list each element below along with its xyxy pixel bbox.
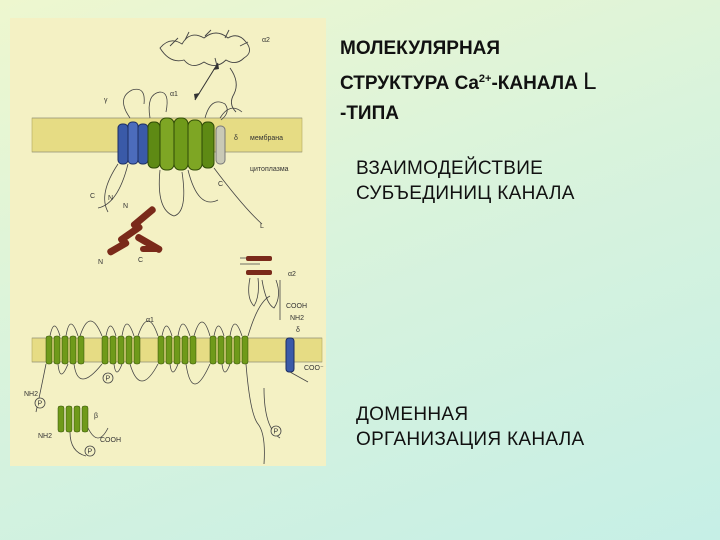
phosphorylation-sites — [34, 372, 282, 457]
label-cooh-1: COOH — [286, 303, 307, 310]
label-L: L — [260, 223, 264, 230]
channel-illustration: α2 α1 γ δ мембрана цитоплазма C N N C L … — [24, 29, 324, 465]
label-N-bottom: N — [98, 259, 103, 266]
label-alpha2-bottom: α2 — [288, 271, 296, 278]
alpha2-subunit-top — [159, 29, 250, 113]
gamma-subunit-cylinders — [117, 121, 149, 165]
beta-subunit-rods — [107, 206, 163, 256]
title-line-3: -ТИПА — [340, 103, 399, 124]
figure-panel: α2 α1 γ δ мембрана цитоплазма C N N C L … — [10, 18, 326, 466]
subtitle-domain-organization: ДОМЕННАЯ ОРГАНИЗАЦИЯ КАНАЛА — [356, 404, 585, 450]
title-line-2: СТРУКТУРА Ca2+-КАНАЛА L — [340, 68, 597, 95]
label-alpha2-top: α2 — [262, 37, 270, 44]
title-line-1: МОЛЕКУЛЯРНАЯ — [340, 38, 501, 59]
subtitle-interaction: ВЗАИМОДЕЙСТВИЕ СУБЪЕДИНИЦ КАНАЛА — [356, 158, 575, 204]
p-label-4: P — [274, 429, 279, 436]
delta-subunit-rod — [285, 337, 295, 373]
label-gamma: γ — [104, 97, 108, 104]
p-label-3: P — [88, 449, 93, 456]
slide-title: МОЛЕКУЛЯРНАЯ СТРУКТУРА Ca2+-КАНАЛА L -ТИ… — [340, 34, 700, 129]
label-N-top-left: N — [108, 195, 113, 202]
label-C-top-left: C — [90, 193, 95, 200]
beta-subunit-bottom — [57, 405, 109, 457]
label-cytoplasm: цитоплазма — [250, 166, 289, 173]
alpha2-subunit-bottom — [240, 256, 281, 320]
label-alpha1-top: α1 — [170, 91, 178, 98]
alpha1-transmembrane-helices — [45, 335, 249, 365]
label-membrane: мембрана — [250, 134, 283, 142]
label-cooh-2: COO⁻ — [304, 365, 324, 372]
p-label-2: P — [38, 401, 43, 408]
label-alpha1-bottom: α1 — [146, 317, 154, 324]
label-nh2-3: NH2 — [38, 433, 52, 440]
label-nh2-1: NH2 — [290, 315, 304, 322]
label-C-top-right: C — [218, 181, 223, 188]
label-beta-bottom: β — [94, 413, 98, 420]
delta-subunit-cylinder — [215, 125, 226, 165]
label-N-top-2: N — [123, 203, 128, 210]
p-label-1: P — [106, 376, 111, 383]
label-delta-top: δ — [234, 135, 238, 142]
label-delta-bottom: δ — [296, 327, 300, 334]
label-cooh-3: COOH — [100, 437, 121, 444]
label-C-bottom: C — [138, 257, 143, 264]
label-nh2-2: NH2 — [24, 391, 38, 398]
alpha1-subunit-cylinders — [147, 117, 215, 171]
